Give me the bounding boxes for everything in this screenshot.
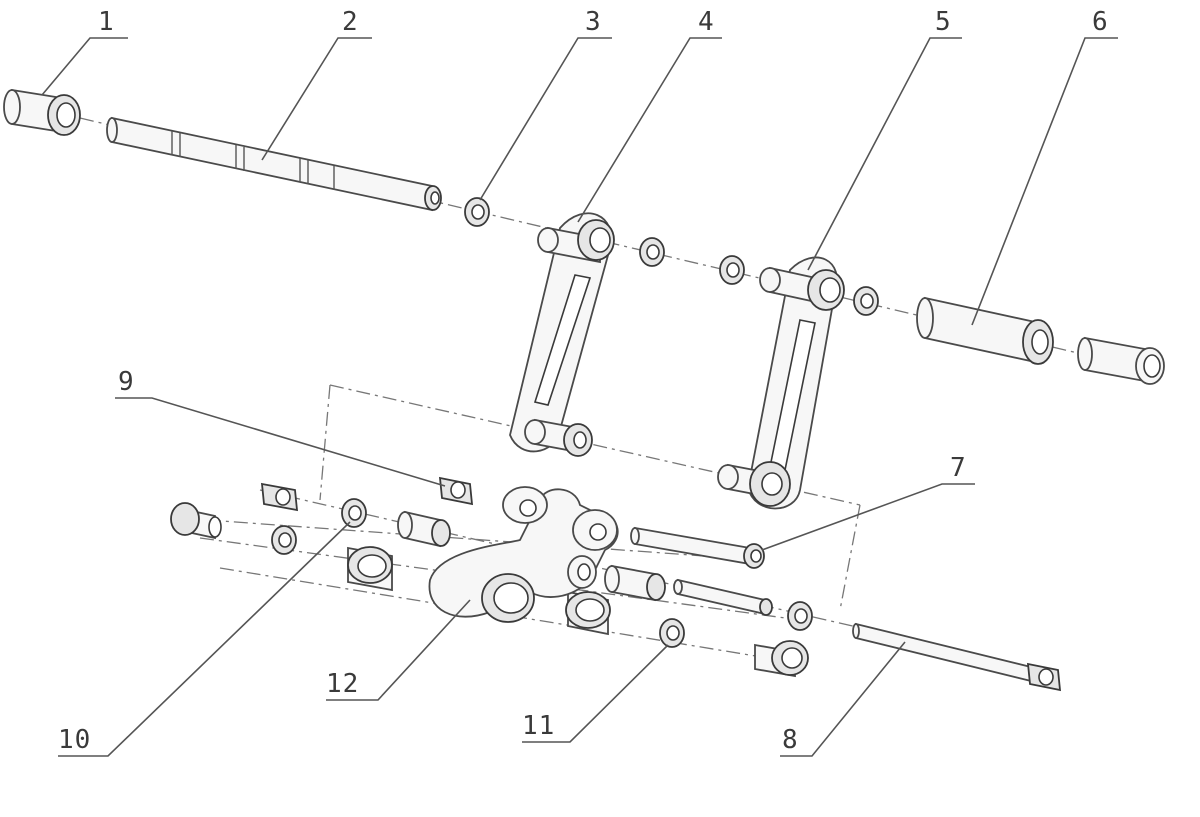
callout-number: 11: [522, 711, 555, 741]
callout-3: 3: [479, 7, 612, 201]
callout-7: 7: [761, 453, 975, 551]
callout-number: 9: [118, 367, 135, 397]
callout-1: 1: [41, 7, 128, 96]
callout-number: 6: [1092, 7, 1109, 37]
callout-number: 12: [326, 669, 359, 699]
callout-number: 7: [950, 453, 967, 483]
callout-4: 4: [577, 7, 722, 223]
callout-11: 11: [522, 644, 669, 743]
callout-number: 3: [585, 7, 602, 37]
callout-12: 12: [326, 599, 471, 701]
part-1-sleeve: [3, 88, 81, 136]
part-8-bolt: [852, 622, 1062, 692]
callout-number: 2: [342, 7, 359, 37]
rocker-bushings: [347, 510, 813, 678]
callout-2: 2: [261, 7, 372, 161]
callout-6: 6: [971, 7, 1118, 326]
callout-number: 10: [58, 725, 91, 755]
part-11-washer: [659, 618, 685, 648]
part-5-link-arm: [717, 256, 845, 510]
callout-number: 5: [935, 7, 952, 37]
callout-10: 10: [58, 521, 351, 757]
part-2-shaft: [106, 116, 442, 212]
callout-number: 8: [782, 725, 799, 755]
part-6-sleeve: [916, 296, 1165, 385]
callout-number: 1: [98, 7, 115, 37]
part-4-link-arm: [509, 212, 615, 457]
part-10-washers-and-bushings: [170, 482, 367, 555]
callout-9: 9: [115, 367, 446, 487]
callout-number: 4: [698, 7, 715, 37]
top-axis-washers: [639, 237, 879, 316]
part-9-nut: [438, 476, 474, 506]
callout-8: 8: [780, 641, 906, 757]
callout-5: 5: [807, 7, 962, 271]
part-12-rocker: [428, 486, 619, 623]
part-3-washer: [464, 197, 490, 227]
part-7-pin: [630, 526, 765, 569]
